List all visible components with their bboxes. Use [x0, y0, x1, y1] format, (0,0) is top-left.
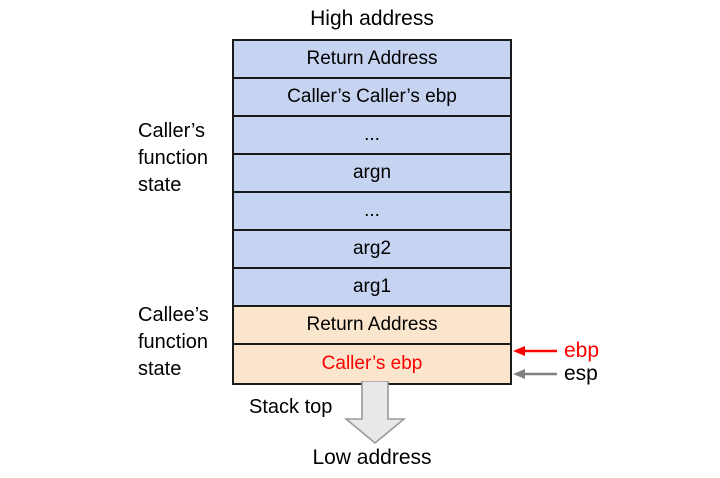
stack-cell-label: Caller’s Caller’s ebp	[287, 86, 457, 107]
stack-cell: Return Address	[234, 41, 510, 79]
stack-cell-label: Return Address	[306, 48, 438, 69]
stack-cell: Return Address	[234, 307, 510, 345]
stack-cell: Caller’s Caller’s ebp	[234, 79, 510, 117]
esp-pointer-label: esp	[564, 362, 598, 385]
stack-cell-label: ...	[364, 200, 380, 221]
caller-label-line-1: Caller’s	[138, 120, 206, 142]
callee-label-line-2: function	[138, 331, 209, 353]
ebp-pointer-label: ebp	[564, 339, 600, 362]
stack-cell-label: arg1	[352, 276, 392, 297]
callee-label-line-3: state	[138, 358, 182, 380]
stack-cell-label: ...	[364, 124, 380, 145]
caller-label-line-2: function	[138, 147, 209, 169]
callee-function-state-label: Callee’s function state	[138, 302, 209, 383]
caller-function-state-label: Caller’s function state	[138, 118, 208, 199]
high-address-label: High address	[310, 7, 434, 30]
stack-table: Return Address Caller’s Caller’s ebp ...…	[232, 39, 512, 385]
stack-cell-label: arg2	[352, 238, 392, 259]
stack-cell: ...	[234, 193, 510, 231]
stack-cell-label: argn	[352, 162, 392, 183]
stack-cell-label: Caller’s ebp	[321, 353, 423, 374]
stack-growth-down-arrow-icon	[344, 381, 406, 445]
low-address-label: Low address	[312, 446, 432, 469]
stack-cell: Caller’s ebp	[234, 345, 510, 383]
stack-cell: arg2	[234, 231, 510, 269]
caller-label-line-3: state	[138, 174, 182, 196]
stack-top-label: Stack top	[249, 396, 333, 418]
stack-cell: ...	[234, 117, 510, 155]
esp-pointer-arrow-icon	[513, 369, 557, 379]
stack-cell: argn	[234, 155, 510, 193]
stack-cell: arg1	[234, 269, 510, 307]
callee-label-line-1: Callee’s	[138, 304, 209, 326]
stack-cell-label: Return Address	[306, 314, 438, 335]
ebp-pointer-arrow-icon	[513, 346, 557, 356]
